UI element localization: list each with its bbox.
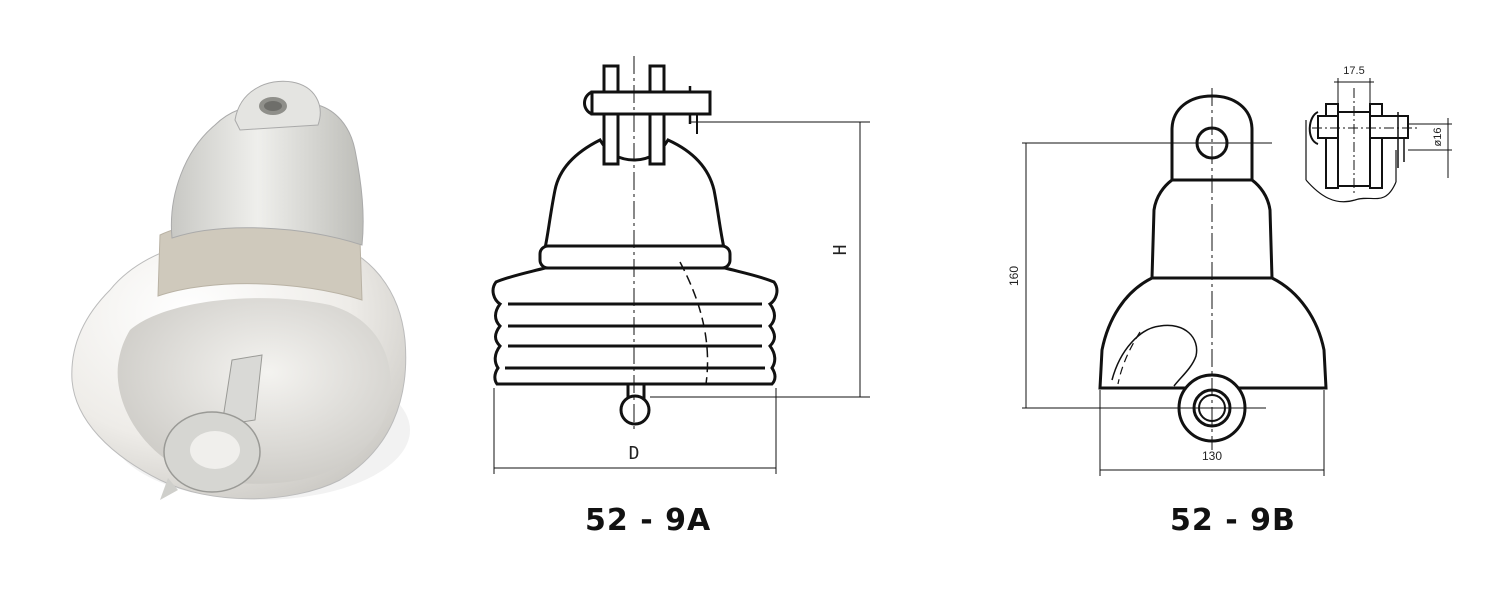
dimension-label-h: H xyxy=(830,245,851,256)
drawing-52-9a xyxy=(491,56,870,474)
clevis-detail-view xyxy=(1305,78,1452,203)
drawing-52-9b xyxy=(1022,88,1328,476)
dimension-label-pin-diameter: ø16 xyxy=(1432,128,1444,147)
dimension-label-d: D xyxy=(629,443,640,464)
caption-52-9b: 52 - 9B xyxy=(1170,503,1296,538)
dimension-label-17-5: 17.5 xyxy=(1343,65,1364,77)
caption-52-9a: 52 - 9A xyxy=(585,503,712,538)
dimension-label-160: 160 xyxy=(1007,266,1021,286)
dimension-label-130: 130 xyxy=(1202,449,1222,463)
insulator-photo xyxy=(71,80,410,500)
